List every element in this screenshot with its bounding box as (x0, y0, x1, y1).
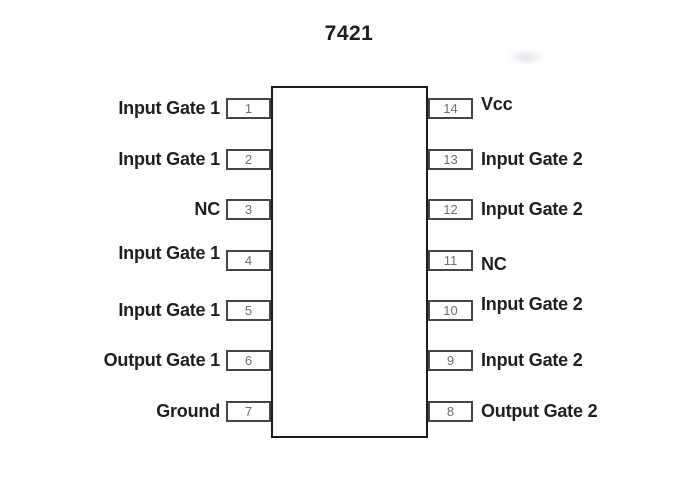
pin-6-box: 6 (226, 350, 271, 371)
chip-title-text: 7421 (324, 22, 374, 45)
pin-5-label: Input Gate 1 (118, 300, 220, 320)
pin-4-number: 4 (244, 253, 253, 268)
pin-2-box: 2 (226, 149, 271, 170)
pin-4-box: 4 (226, 250, 271, 271)
pin-14-box: 14 (428, 98, 473, 119)
pin-14-number: 14 (443, 101, 458, 116)
smudge-artifact (507, 49, 545, 65)
pin-8-label: Output Gate 2 (481, 401, 598, 421)
pin-5-box: 5 (226, 300, 271, 321)
ic-body (271, 86, 428, 438)
pin-7-box: 7 (226, 401, 271, 422)
pin-1-number: 1 (244, 101, 253, 116)
pin-11-box: 11 (428, 250, 473, 271)
pin-5-number: 5 (244, 303, 253, 318)
pin-9-label: Input Gate 2 (481, 350, 583, 370)
pin-3-label: NC (194, 199, 220, 219)
pin-2-label: Input Gate 1 (118, 149, 220, 169)
pin-13-box: 13 (428, 149, 473, 170)
pin-9-box: 9 (428, 350, 473, 371)
pin-2-number: 2 (244, 152, 253, 167)
pin-4-label: Input Gate 1 (118, 243, 220, 263)
pin-13-label: Input Gate 2 (481, 149, 583, 169)
pin-10-box: 10 (428, 300, 473, 321)
pin-8-number: 8 (446, 404, 455, 419)
pin-1-label: Input Gate 1 (118, 98, 220, 118)
pin-12-box: 12 (428, 199, 473, 220)
chip-title: 7421 (0, 22, 700, 46)
pin-3-box: 3 (226, 199, 271, 220)
pin-10-number: 10 (443, 303, 458, 318)
pin-14-label: Vcc (481, 94, 513, 114)
pin-12-number: 12 (443, 202, 458, 217)
pin-1-box: 1 (226, 98, 271, 119)
pin-7-number: 7 (244, 404, 253, 419)
pin-12-label: Input Gate 2 (481, 199, 583, 219)
pin-10-label: Input Gate 2 (481, 294, 583, 314)
pin-8-box: 8 (428, 401, 473, 422)
pin-7-label: Ground (156, 401, 220, 421)
pin-6-label: Output Gate 1 (103, 350, 221, 370)
pin-11-label: NC (481, 254, 507, 274)
pin-11-number: 11 (443, 253, 458, 268)
pin-3-number: 3 (244, 202, 253, 217)
pin-9-number: 9 (446, 353, 455, 368)
pin-13-number: 13 (443, 152, 458, 167)
pin-6-number: 6 (244, 353, 253, 368)
